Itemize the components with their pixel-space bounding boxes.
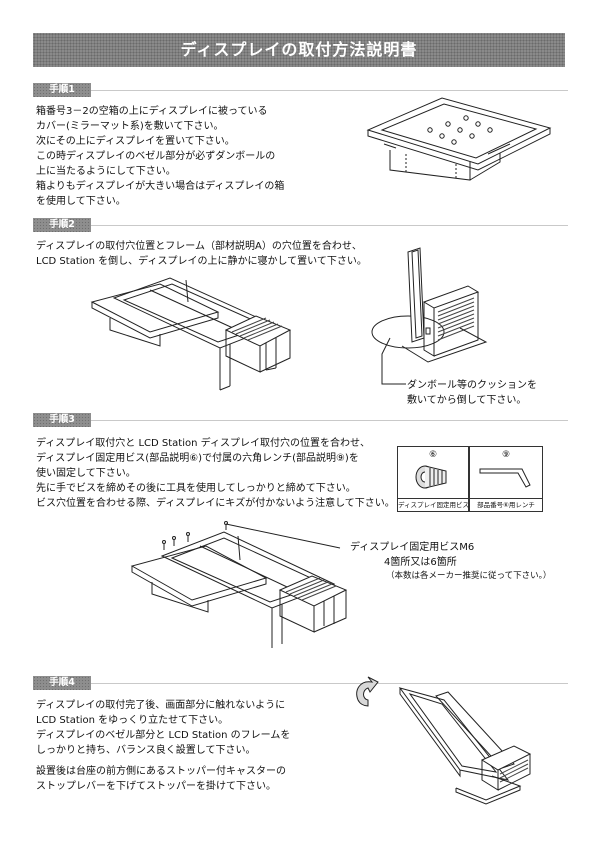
step4-label: 手順4: [33, 676, 91, 690]
rotate-arrow-icon: [352, 676, 380, 708]
step3-line: 先に手でビスを締めその後に工具を使用してしっかりと締めて下さい。: [36, 483, 356, 494]
step2-callout-line: 敷いてから倒して下さい。: [407, 395, 527, 406]
step2-illustration-tilt: [372, 246, 492, 374]
step1-line: を使用して下さい。: [36, 196, 126, 207]
step2-header: 手順2: [33, 218, 568, 232]
step3-line: ディスプレイ取付穴と LCD Station ディスプレイ取付穴の位置を合わせ、: [36, 438, 370, 449]
page-title: ディスプレイの取付方法説明書: [180, 40, 418, 59]
step3-line: ビス穴位置を合わせる際、ディスプレイにキズが付かないよう注意して下さい。: [36, 498, 395, 509]
part-caption: 部品番号⑥用レンチ: [470, 498, 542, 511]
part-number: ⑨: [501, 450, 511, 460]
step1-text: 箱番号3－2の空箱の上にディスプレイに被っている カバー(ミラーマット系)を敷い…: [36, 104, 284, 209]
step4-line: ディスプレイの取付完了後、画面部分に触れないように: [36, 700, 286, 711]
step3-callout: ディスプレイ固定用ビスM6 4箇所又は6箇所 （本数は各メーカー推奨に従って下さ…: [350, 540, 551, 583]
step1-line: 箱よりもディスプレイが大きい場合はディスプレイの箱: [36, 181, 285, 192]
step2-illustration-lying: [90, 272, 300, 397]
step3-line: 使い固定して下さい。: [36, 468, 136, 479]
step2-text: ディスプレイの取付穴位置とフレーム（部材説明A）の穴位置を合わせ、 LCD St…: [36, 239, 367, 269]
step3-callout-title: ディスプレイ固定用ビスM6: [350, 542, 475, 553]
part-box-wrench: ⑨ 部品番号⑥用レンチ: [469, 446, 543, 512]
part-number: ⑥: [428, 450, 438, 460]
step1-label: 手順1: [33, 83, 91, 97]
step4-header: 手順4: [33, 676, 568, 690]
step4-line: ディスプレイのベゼル部分と LCD Station のフレームを: [36, 730, 291, 741]
part-caption: ディスプレイ固定用ビス: [398, 498, 469, 511]
part-box-screw: ⑥ ディスプレイ固定用ビス: [397, 446, 469, 512]
step1-line: カバー(ミラーマット系)を敷いて下さい。: [36, 121, 224, 132]
step1-illustration: [360, 92, 560, 192]
step3-line: ディスプレイ固定用ビス(部品説明⑥)で付属の六角レンチ(部品説明⑨)を: [36, 453, 359, 464]
step2-line: ディスプレイの取付穴位置とフレーム（部材説明A）の穴位置を合わせ、: [36, 241, 362, 252]
step4-line: ストップレバーを下げてストッパーを掛けて下さい。: [36, 781, 276, 792]
hex-wrench-icon: [478, 465, 534, 491]
screw-icon: [412, 461, 454, 495]
step2-callout-line: ダンボール等のクッションを: [407, 380, 537, 391]
step1-line: 箱番号3－2の空箱の上にディスプレイに被っている: [36, 106, 268, 117]
step4-line: LCD Station をゆっくり立たせて下さい。: [36, 715, 229, 726]
step3-label: 手順3: [33, 413, 91, 427]
step2-label: 手順2: [33, 218, 91, 232]
title-banner: ディスプレイの取付方法説明書: [33, 33, 565, 67]
step3-header: 手順3: [33, 413, 568, 427]
step1-line: 上に当たるようにして下さい。: [36, 166, 176, 177]
step2-callout: ダンボール等のクッションを 敷いてから倒して下さい。: [407, 378, 537, 408]
step1-line: 次にその上にディスプレイを置いて下さい。: [36, 136, 235, 147]
step2-line: LCD Station を倒し、ディスプレイの上に静かに寝かして置いて下さい。: [36, 256, 367, 267]
step1-line: この時ディスプレイのベゼル部分が必ずダンボールの: [36, 151, 276, 162]
step3-illustration: [130, 520, 355, 655]
step4-line: 設置後は台座の前方側にあるストッパー付キャスターの: [36, 766, 286, 777]
step3-text: ディスプレイ取付穴と LCD Station ディスプレイ取付穴の位置を合わせ、…: [36, 436, 395, 511]
step1-header: 手順1: [33, 83, 568, 97]
step4-illustration: [396, 684, 546, 806]
step3-callout-note: （本数は各メーカー推奨に従って下さい。）: [386, 571, 552, 581]
step3-callout-count: 4箇所又は6箇所: [384, 557, 457, 568]
step4-text: ディスプレイの取付完了後、画面部分に触れないように LCD Station をゆ…: [36, 698, 290, 794]
step4-line: しっかりと持ち、バランス良く設置して下さい。: [36, 745, 256, 756]
